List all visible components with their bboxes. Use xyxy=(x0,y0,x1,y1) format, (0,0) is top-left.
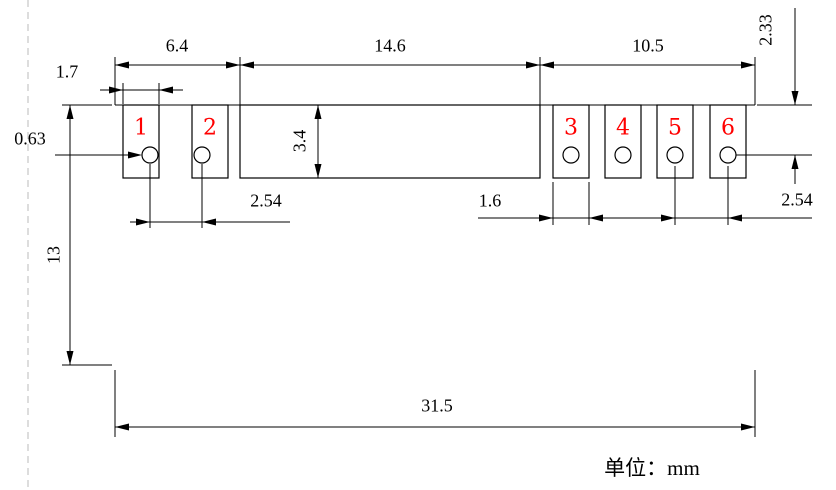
dim-left-pad-width: 1.7 xyxy=(55,61,79,82)
pad-6-number: 6 xyxy=(721,115,735,141)
pad-6 xyxy=(709,104,747,179)
dim-right-pad-width: 1.6 xyxy=(478,190,502,211)
pad-3-number: 3 xyxy=(564,115,578,141)
dim-top-chain-linework xyxy=(114,57,756,105)
dim-top-section-left: 6.4 xyxy=(165,35,189,56)
dim-overall-width: 31.5 xyxy=(421,395,453,416)
dim-left-pad-width-linework xyxy=(100,83,183,104)
dim-top-section-middle: 14.6 xyxy=(374,35,406,56)
pad-4-number: 4 xyxy=(616,115,630,141)
dim-body-height-linework xyxy=(62,104,112,366)
dim-left-pitch-linework xyxy=(130,164,290,228)
dim-hole-center-offset: 2.33 xyxy=(755,14,776,46)
pad-1 xyxy=(122,104,160,179)
dim-right-pad-pitch: 2.54 xyxy=(781,189,813,210)
pad-5-hole xyxy=(666,146,684,164)
pad-2 xyxy=(191,104,229,179)
part-outline xyxy=(115,104,755,179)
pad-3 xyxy=(552,104,590,179)
pad-5 xyxy=(656,104,694,179)
pad-2-number: 2 xyxy=(203,115,217,141)
dim-top-section-right: 10.5 xyxy=(632,35,664,56)
center-block xyxy=(239,104,541,179)
dim-slot-depth-linework xyxy=(314,105,322,178)
dim-slot-depth: 3.4 xyxy=(289,129,310,153)
unit-note: 单位：mm xyxy=(604,456,700,480)
dim-overall-width-linework xyxy=(114,370,756,437)
pad-1-hole xyxy=(141,146,159,164)
pad-5-number: 5 xyxy=(668,115,682,141)
dim-hole-edge-offset: 0.63 xyxy=(14,128,46,149)
dim-left-pad-pitch: 2.54 xyxy=(250,190,282,211)
pad-4 xyxy=(604,104,642,179)
dim-hole-offset-linework xyxy=(55,151,142,159)
pad-6-hole xyxy=(719,146,737,164)
pad-2-hole xyxy=(193,146,211,164)
dim-right-row-linework xyxy=(478,166,812,225)
dim-body-height: 13 xyxy=(43,246,64,264)
pad-3-hole xyxy=(562,146,580,164)
pad-1-number: 1 xyxy=(134,115,148,141)
pad-4-hole xyxy=(614,146,632,164)
dim-hole-center-offset-linework xyxy=(736,8,812,184)
